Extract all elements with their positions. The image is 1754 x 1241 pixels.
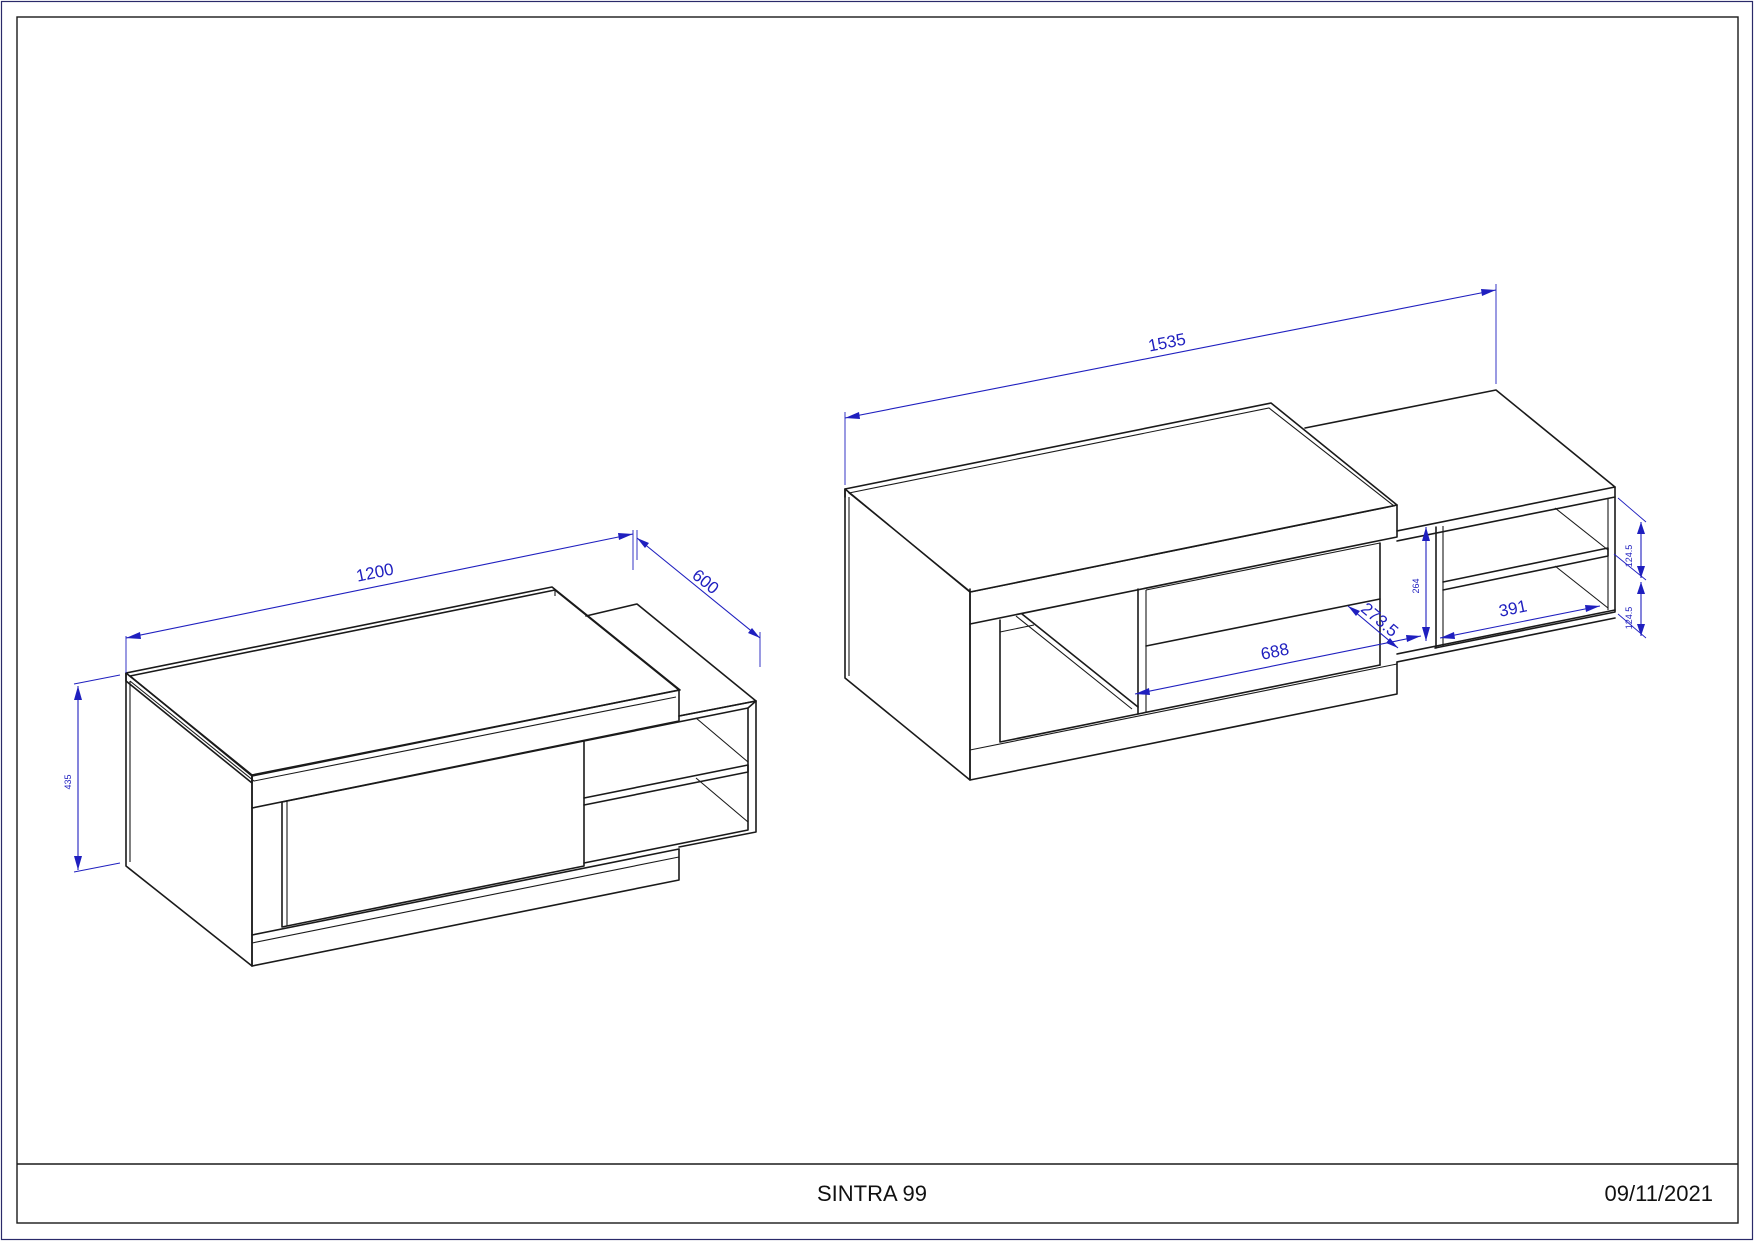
open-inner-top-line: [1145, 542, 1381, 591]
arrow-391-right: [1585, 605, 1600, 612]
arrow-1535-left: [845, 412, 860, 419]
closed-top-inner-edge: [129, 680, 677, 782]
drawing-date: 09/11/2021: [1605, 1181, 1713, 1206]
dim-line-688: [1134, 635, 1422, 695]
dim-ext-124-top: [1617, 497, 1647, 523]
open-right-shelf-diag-top: [1554, 507, 1609, 551]
closed-front-face: [251, 807, 680, 936]
open-left-panel: [844, 488, 971, 781]
arrow-124-bottom-b: [1637, 624, 1645, 636]
dim-line-600: [636, 537, 761, 639]
arrow-264-top: [1422, 527, 1430, 541]
open-fixed-top: [1304, 389, 1616, 532]
closed-middle-shelf: [583, 764, 749, 806]
arrow-435-bottom: [74, 856, 82, 870]
open-right-shelf: [1442, 547, 1609, 591]
closed-top-slab: [125, 586, 681, 776]
closed-table-view: [125, 586, 757, 967]
dim-line-1535: [844, 289, 1497, 419]
arrow-688-right: [1406, 635, 1421, 642]
closed-drawer-front: [281, 740, 585, 928]
closed-base-plinth-top: [251, 856, 680, 944]
model-name: SINTRA 99: [817, 1181, 927, 1206]
open-right-shelf-diag-bottom: [1554, 565, 1609, 609]
arrow-124-top-a: [1637, 522, 1645, 534]
arrow-1535-right: [1481, 289, 1496, 296]
open-inner-diagonal: [1021, 613, 1139, 708]
closed-sliding-top-front: [251, 689, 680, 809]
dim-label-shelf-width: 391: [1497, 596, 1529, 620]
closed-shelf-diagonal-bottom: [695, 777, 749, 823]
closed-left-panel: [125, 672, 253, 967]
inner-border: [16, 16, 1739, 1224]
arrow-600-top: [637, 538, 649, 548]
arrow-264-bottom: [1422, 627, 1430, 641]
closed-rear-front: [678, 700, 757, 848]
open-base-right-top: [1396, 609, 1616, 655]
closed-shelf-diagonal-top: [695, 717, 749, 763]
open-fixed-top-front: [1396, 486, 1616, 542]
arrow-600-bottom: [748, 628, 760, 638]
arrow-435-top: [74, 686, 82, 700]
arrow-1200-left: [126, 632, 141, 639]
arrow-1200-right: [618, 533, 633, 540]
open-base-top: [969, 663, 1398, 751]
open-right-cabinet: [1434, 496, 1616, 649]
arrow-273-5-top: [1348, 606, 1360, 616]
dim-ext-435-bottom: [73, 862, 121, 873]
open-inner-diagonal-inner: [1015, 615, 1133, 710]
dim-label-shelf-height-bottom: 124.5: [1624, 607, 1634, 630]
dim-line-1200: [125, 533, 634, 639]
dim-label-inner-height: 264: [1411, 578, 1421, 593]
arrow-273-5-bottom: [1386, 638, 1398, 648]
open-inner-back: [1137, 588, 1381, 715]
arrow-124-top-b: [1637, 566, 1645, 578]
dim-label-depth: 600: [688, 565, 722, 598]
closed-base-plinth: [251, 848, 680, 967]
arrow-124-bottom-a: [1637, 582, 1645, 594]
open-inner-left: [999, 619, 1139, 743]
closed-rear-top: [585, 603, 757, 717]
dim-label-height: 435: [63, 774, 73, 789]
dim-line-391: [1439, 605, 1601, 639]
open-sliding-top: [844, 402, 1398, 593]
arrow-688-left: [1135, 688, 1150, 695]
dim-ext-435-top: [73, 674, 121, 685]
closed-corner-edge: [747, 700, 757, 709]
open-dimensions: 1535 688 273.5 264 391 124.5 124.5: [844, 284, 1647, 695]
dim-label-width: 1200: [354, 560, 395, 586]
open-table-view: [844, 389, 1616, 781]
open-sliding-top-front: [969, 504, 1398, 625]
dim-label-inner-width: 688: [1259, 639, 1291, 663]
arrow-391-left: [1440, 632, 1455, 639]
open-inner-shelf: [1145, 598, 1381, 647]
closed-shelf-unit: [583, 707, 749, 864]
open-base-right: [1396, 617, 1616, 663]
open-sliding-top-inner: [847, 407, 1396, 593]
open-front-body: [969, 623, 1398, 781]
dim-label-shelf-height-top: 124.5: [1624, 545, 1634, 568]
